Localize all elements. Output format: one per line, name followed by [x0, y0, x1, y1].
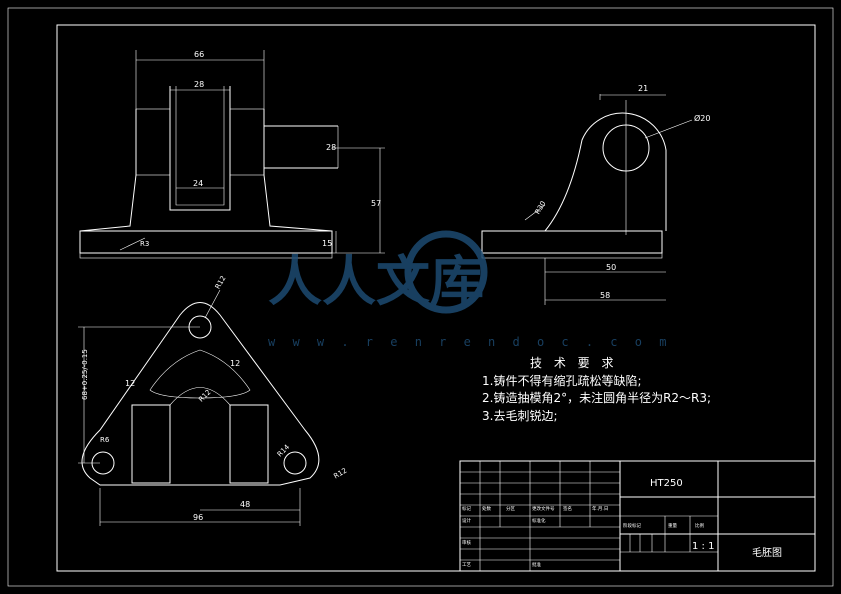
dim-58: 58	[600, 291, 610, 300]
tech-req-3: 3.去毛刺锐边;	[482, 409, 558, 423]
dim-57: 57	[371, 199, 381, 208]
tb-label-approve: 批准	[532, 561, 541, 568]
dim-96: 96	[193, 513, 203, 522]
dim-48: 48	[240, 500, 250, 509]
dim-66: 66	[194, 50, 204, 59]
front-view: 66 28 28 24 57 15 R3	[79, 50, 385, 259]
dim-12a: 12	[230, 359, 240, 368]
tb-label-process: 工艺	[462, 562, 471, 568]
dim-68-tol: 68+0.25/-0.15	[81, 349, 89, 400]
dim-r12-slot: R12	[197, 388, 212, 403]
tech-req-1: 1.铸件不得有缩孔疏松等缺陷;	[482, 373, 642, 388]
dim-24: 24	[193, 179, 203, 188]
tb-label-sign: 签名	[563, 505, 572, 512]
dim-21: 21	[638, 84, 648, 93]
technical-requirements: 技 术 要 求 1.铸件不得有缩孔疏松等缺陷; 2.铸造抽模角2°，未注圆角半径…	[482, 356, 711, 423]
tb-material: HT250	[650, 478, 683, 489]
tech-req-title: 技 术 要 求	[530, 356, 617, 370]
tb-label-mark: 标记	[462, 505, 471, 512]
tb-label-zone: 分区	[506, 505, 515, 512]
watermark-url: w w w . r e n r e n d o c . c o m	[268, 335, 671, 349]
tb-label-standard: 标准化	[532, 517, 546, 524]
watermark: 人人文库 w w w . r e n r e n d o c . c o m	[268, 230, 671, 349]
dim-50: 50	[606, 263, 616, 272]
tb-label-scale: 比例	[695, 522, 704, 529]
dim-28a: 28	[194, 80, 204, 89]
side-view: 21 Ø20 R30 50 58	[481, 84, 710, 305]
tb-label-review: 审核	[462, 539, 471, 546]
dim-r14: R14	[276, 443, 292, 459]
title-block: 标记 处数 分区 更改文件号 签名 年.月.日 设计 标准化 阶段标记 重量 比…	[459, 460, 816, 572]
dim-28b: 28	[326, 143, 336, 152]
dim-r3: R3	[140, 240, 149, 248]
tb-label-date: 年.月.日	[592, 505, 608, 512]
tb-label-count: 处数	[482, 505, 491, 512]
dim-dia20: Ø20	[694, 113, 710, 123]
tb-label-stage: 阶段标记	[623, 522, 641, 529]
outer-border	[7, 7, 834, 587]
tb-label-weight: 重量	[668, 522, 677, 529]
tb-label-change-doc: 更改文件号	[532, 505, 555, 512]
dim-r30: R30	[534, 200, 548, 216]
tb-scale: 1 : 1	[692, 541, 714, 552]
dim-15: 15	[322, 239, 332, 248]
watermark-text: 人人文库	[268, 249, 484, 313]
dim-r6: R6	[100, 436, 110, 444]
dim-r12-top: R12	[214, 275, 228, 291]
tech-req-2: 2.铸造抽模角2°，未注圆角半径为R2～R3;	[482, 390, 711, 405]
tb-drawing-name: 毛胚图	[752, 547, 782, 559]
dim-12b: 12	[125, 379, 135, 388]
tb-label-design: 设计	[462, 517, 471, 524]
dim-r12-right: R12	[332, 467, 348, 481]
inner-frame	[56, 24, 816, 572]
